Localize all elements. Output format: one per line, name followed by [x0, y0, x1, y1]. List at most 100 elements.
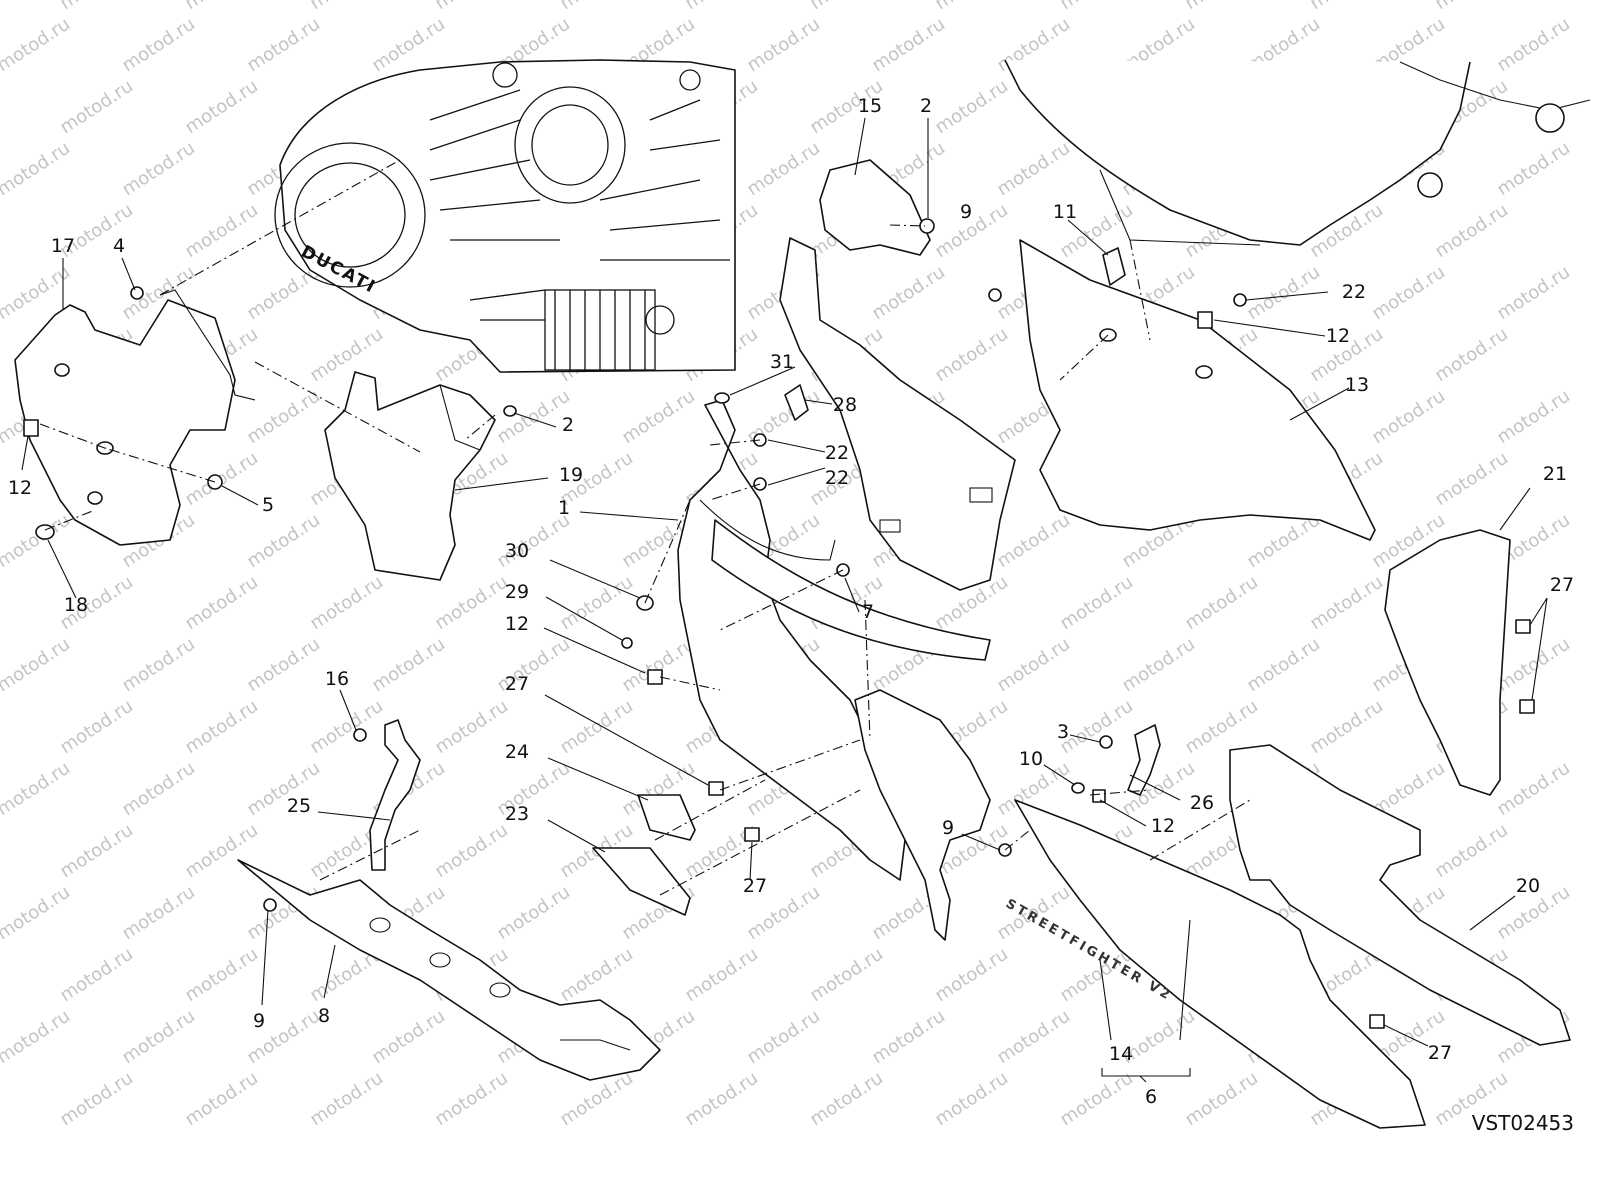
part-23-plate — [592, 847, 691, 916]
watermark-text: motod.ru — [0, 138, 74, 201]
watermark-text: motod.ru — [181, 820, 262, 883]
watermark-text: motod.ru — [681, 0, 762, 14]
part-1-inner-panel — [677, 399, 991, 941]
watermark-text: motod.ru — [306, 0, 387, 14]
watermark-text: motod.ru — [743, 1006, 824, 1069]
watermark-text: motod.ru — [993, 1006, 1074, 1069]
watermark-text: motod.ru — [1118, 634, 1199, 697]
watermark-text: motod.ru — [181, 76, 262, 139]
part-2-grommet-top — [919, 218, 935, 234]
watermark-text: motod.ru — [181, 0, 262, 14]
watermark-text: motod.ru — [181, 944, 262, 1007]
callout-20: 20 — [1516, 875, 1540, 897]
watermark-text: motod.ru — [118, 882, 199, 945]
callout-9: 9 — [960, 201, 972, 223]
callout-6: 6 — [1145, 1086, 1157, 1108]
callout-27: 27 — [1428, 1042, 1452, 1064]
watermark-text: motod.ru — [931, 76, 1012, 139]
part-4-nut — [130, 286, 144, 300]
part-3-nut — [1099, 735, 1113, 749]
watermark-text: motod.ru — [118, 634, 199, 697]
watermark-text: motod.ru — [56, 696, 137, 759]
part-25-bracket — [369, 719, 421, 871]
part-27-clip-e — [1369, 1014, 1385, 1029]
watermark-text: motod.ru — [0, 510, 74, 573]
callout-8: 8 — [318, 1005, 330, 1027]
watermark-text: motod.ru — [556, 696, 637, 759]
watermark-text: motod.ru — [1306, 572, 1387, 635]
watermark-text: motod.ru — [1243, 262, 1324, 325]
watermark-text: motod.ru — [806, 1068, 887, 1131]
callout-2: 2 — [920, 95, 932, 117]
part-28-clip — [784, 384, 809, 421]
leader-lines — [21, 117, 1548, 1083]
watermark-text: motod.ru — [56, 820, 137, 883]
callout-7: 7 — [862, 601, 874, 623]
watermark-text: motod.ru — [1306, 0, 1387, 14]
watermark-text: motod.ru — [1181, 0, 1262, 14]
part-12-clip-left — [23, 419, 39, 437]
part-15-cover — [819, 159, 931, 256]
watermark-text: motod.ru — [556, 944, 637, 1007]
watermark-text: motod.ru — [56, 944, 137, 1007]
watermark-text: motod.ru — [1431, 200, 1512, 263]
callout-16: 16 — [325, 668, 349, 690]
watermark-text: motod.ru — [181, 1068, 262, 1131]
watermark-text: motod.ru — [0, 634, 74, 697]
callout-27: 27 — [505, 673, 529, 695]
watermark-text: motod.ru — [243, 386, 324, 449]
callout-25: 25 — [287, 795, 311, 817]
watermark-text: motod.ru — [431, 0, 512, 14]
callout-22: 22 — [825, 442, 849, 464]
watermark-text: motod.ru — [868, 1006, 949, 1069]
watermark-text: motod.ru — [243, 510, 324, 573]
callout-30: 30 — [505, 540, 529, 562]
watermark-text: motod.ru — [556, 572, 637, 635]
part-27-clip-c — [1515, 619, 1531, 634]
callout-3: 3 — [1057, 721, 1069, 743]
callout-12: 12 — [505, 613, 529, 635]
callout-9: 9 — [942, 817, 954, 839]
callout-11: 11 — [1053, 201, 1077, 223]
watermark-text: motod.ru — [243, 634, 324, 697]
watermark-text: motod.ru — [556, 0, 637, 14]
callout-1: 1 — [558, 497, 570, 519]
watermark-text: motod.ru — [743, 138, 824, 201]
callout-18: 18 — [64, 594, 88, 616]
watermark-text: motod.ru — [181, 696, 262, 759]
watermark-text: motod.ru — [931, 0, 1012, 14]
watermark-text: motod.ru — [431, 820, 512, 883]
watermark-text: motod.ru — [1493, 14, 1574, 77]
part-21-side-panel — [1384, 529, 1511, 796]
callout-14: 14 — [1109, 1043, 1133, 1065]
callout-12: 12 — [8, 477, 32, 499]
callout-10: 10 — [1019, 748, 1043, 770]
assembly-lines — [39, 159, 1251, 896]
part-8-lower-fairing — [237, 859, 661, 1081]
part-17-side-cover — [14, 289, 256, 546]
watermark-text: motod.ru — [431, 572, 512, 635]
part-9-screw-top — [988, 288, 1002, 302]
watermark-text: motod.ru — [1493, 386, 1574, 449]
callout-29: 29 — [505, 581, 529, 603]
watermark-text: motod.ru — [1368, 386, 1449, 449]
watermark-text: motod.ru — [1181, 1068, 1262, 1131]
watermark-text: motod.ru — [0, 1006, 74, 1069]
watermark-text: motod.ru — [181, 572, 262, 635]
watermark-text: motod.ru — [806, 944, 887, 1007]
watermark-text: motod.ru — [1493, 138, 1574, 201]
callout-23: 23 — [505, 803, 529, 825]
callout-27: 27 — [743, 875, 767, 897]
watermark-text: motod.ru — [1431, 0, 1512, 14]
watermark-text: motod.ru — [931, 944, 1012, 1007]
watermark-text: motod.ru — [681, 944, 762, 1007]
watermark-text: motod.ru — [431, 696, 512, 759]
part-13-right-panel — [1019, 239, 1376, 541]
watermark-text: motod.ru — [493, 882, 574, 945]
callout-4: 4 — [113, 235, 125, 257]
part-22-screw-top — [1233, 293, 1247, 307]
part-27-clip-a — [708, 781, 724, 796]
watermark-text: motod.ru — [56, 1068, 137, 1131]
watermark-text: motod.ru — [306, 696, 387, 759]
